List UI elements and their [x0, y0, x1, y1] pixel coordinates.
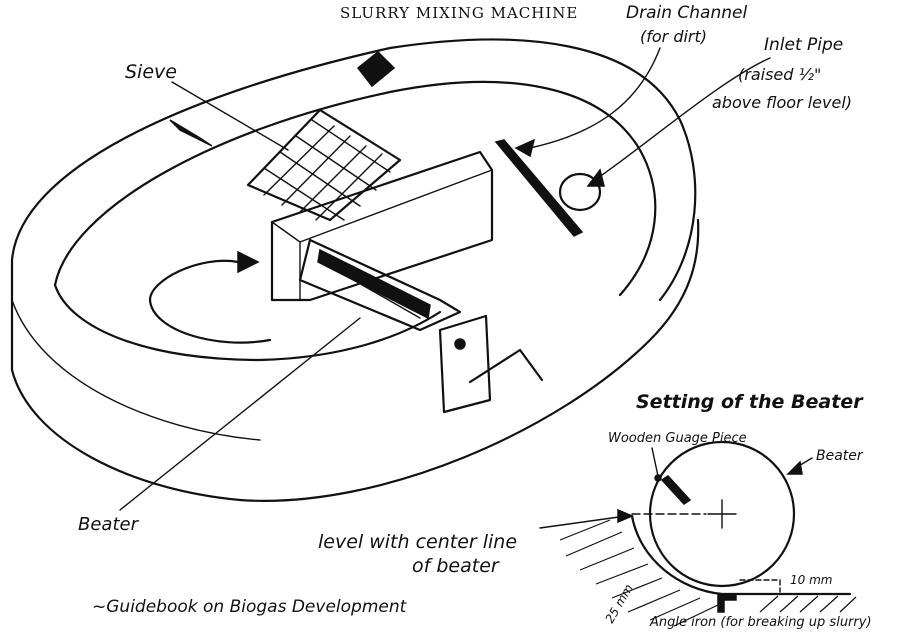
level-line-leader	[539, 515, 627, 529]
inlet-pipe-leader	[591, 57, 771, 183]
gauge-leader	[651, 447, 659, 477]
inlet-pipe-opening	[558, 172, 602, 212]
wooden-gauge-piece	[660, 475, 692, 505]
drain-channel-label: Drain Channel	[626, 3, 747, 23]
inlet-pipe-sublabel-2: above floor level)	[712, 93, 852, 112]
dim-25mm-label: 25 mm	[602, 582, 635, 626]
beater-setting-inset: Setting of the Beater Wooden Guage Piece…	[318, 391, 872, 630]
tank-inner-floor	[53, 283, 442, 362]
beater-bracket	[438, 314, 544, 414]
inlet-pipe-label: Inlet Pipe	[764, 35, 843, 55]
drain-channel-arrowhead	[514, 138, 536, 158]
sieve-leader	[171, 81, 289, 151]
center-divider-wall	[270, 150, 494, 302]
beater-trough-floor	[630, 514, 732, 596]
beater-leader	[119, 317, 361, 511]
rotation-arrow	[148, 250, 272, 344]
tank-left-edge	[11, 299, 261, 441]
angle-iron-label: Angle iron (for breaking up slurry)	[649, 615, 872, 630]
diagram-title: SLURRY MIXING MACHINE	[340, 4, 578, 22]
inlet-pipe-arrowhead	[586, 168, 605, 187]
floor-hatching	[759, 595, 857, 613]
mixing-tank	[10, 38, 700, 502]
level-line-arrowhead	[617, 508, 634, 524]
inset-beater-label: Beater	[816, 448, 864, 464]
trough-hatching	[559, 519, 721, 627]
inset-beater-arrowhead	[786, 460, 803, 475]
beater-drum	[298, 238, 462, 332]
drain-channel-leader	[519, 47, 661, 151]
left-rim-notch	[169, 119, 213, 147]
wooden-gauge-label: Wooden Guage Piece	[608, 431, 747, 446]
beater-label: Beater	[78, 514, 140, 535]
beater-center-cross	[707, 499, 737, 529]
sieve	[246, 108, 402, 222]
tank-outer-base	[10, 218, 700, 502]
angle-iron	[717, 593, 737, 613]
tank-inner-rim	[53, 80, 657, 297]
dim-10mm-label: 10 mm	[790, 573, 832, 587]
tank-outer-rim	[10, 38, 697, 302]
inlet-pipe-sublabel-1: (raised ½"	[738, 65, 821, 84]
drain-channel-sublabel: (for dirt)	[640, 27, 707, 46]
dim-10mm-line	[739, 579, 781, 593]
inset-title: Setting of the Beater	[636, 391, 864, 413]
gauge-leader-dot	[654, 474, 662, 482]
sieve-label: Sieve	[125, 61, 177, 83]
drain-channel-notch	[356, 50, 396, 88]
level-line-label-2: of beater	[412, 555, 500, 577]
drain-channel-bar	[494, 139, 584, 237]
source-note: ~Guidebook on Biogas Development	[92, 597, 408, 617]
level-line-label-1: level with center line	[318, 531, 517, 553]
